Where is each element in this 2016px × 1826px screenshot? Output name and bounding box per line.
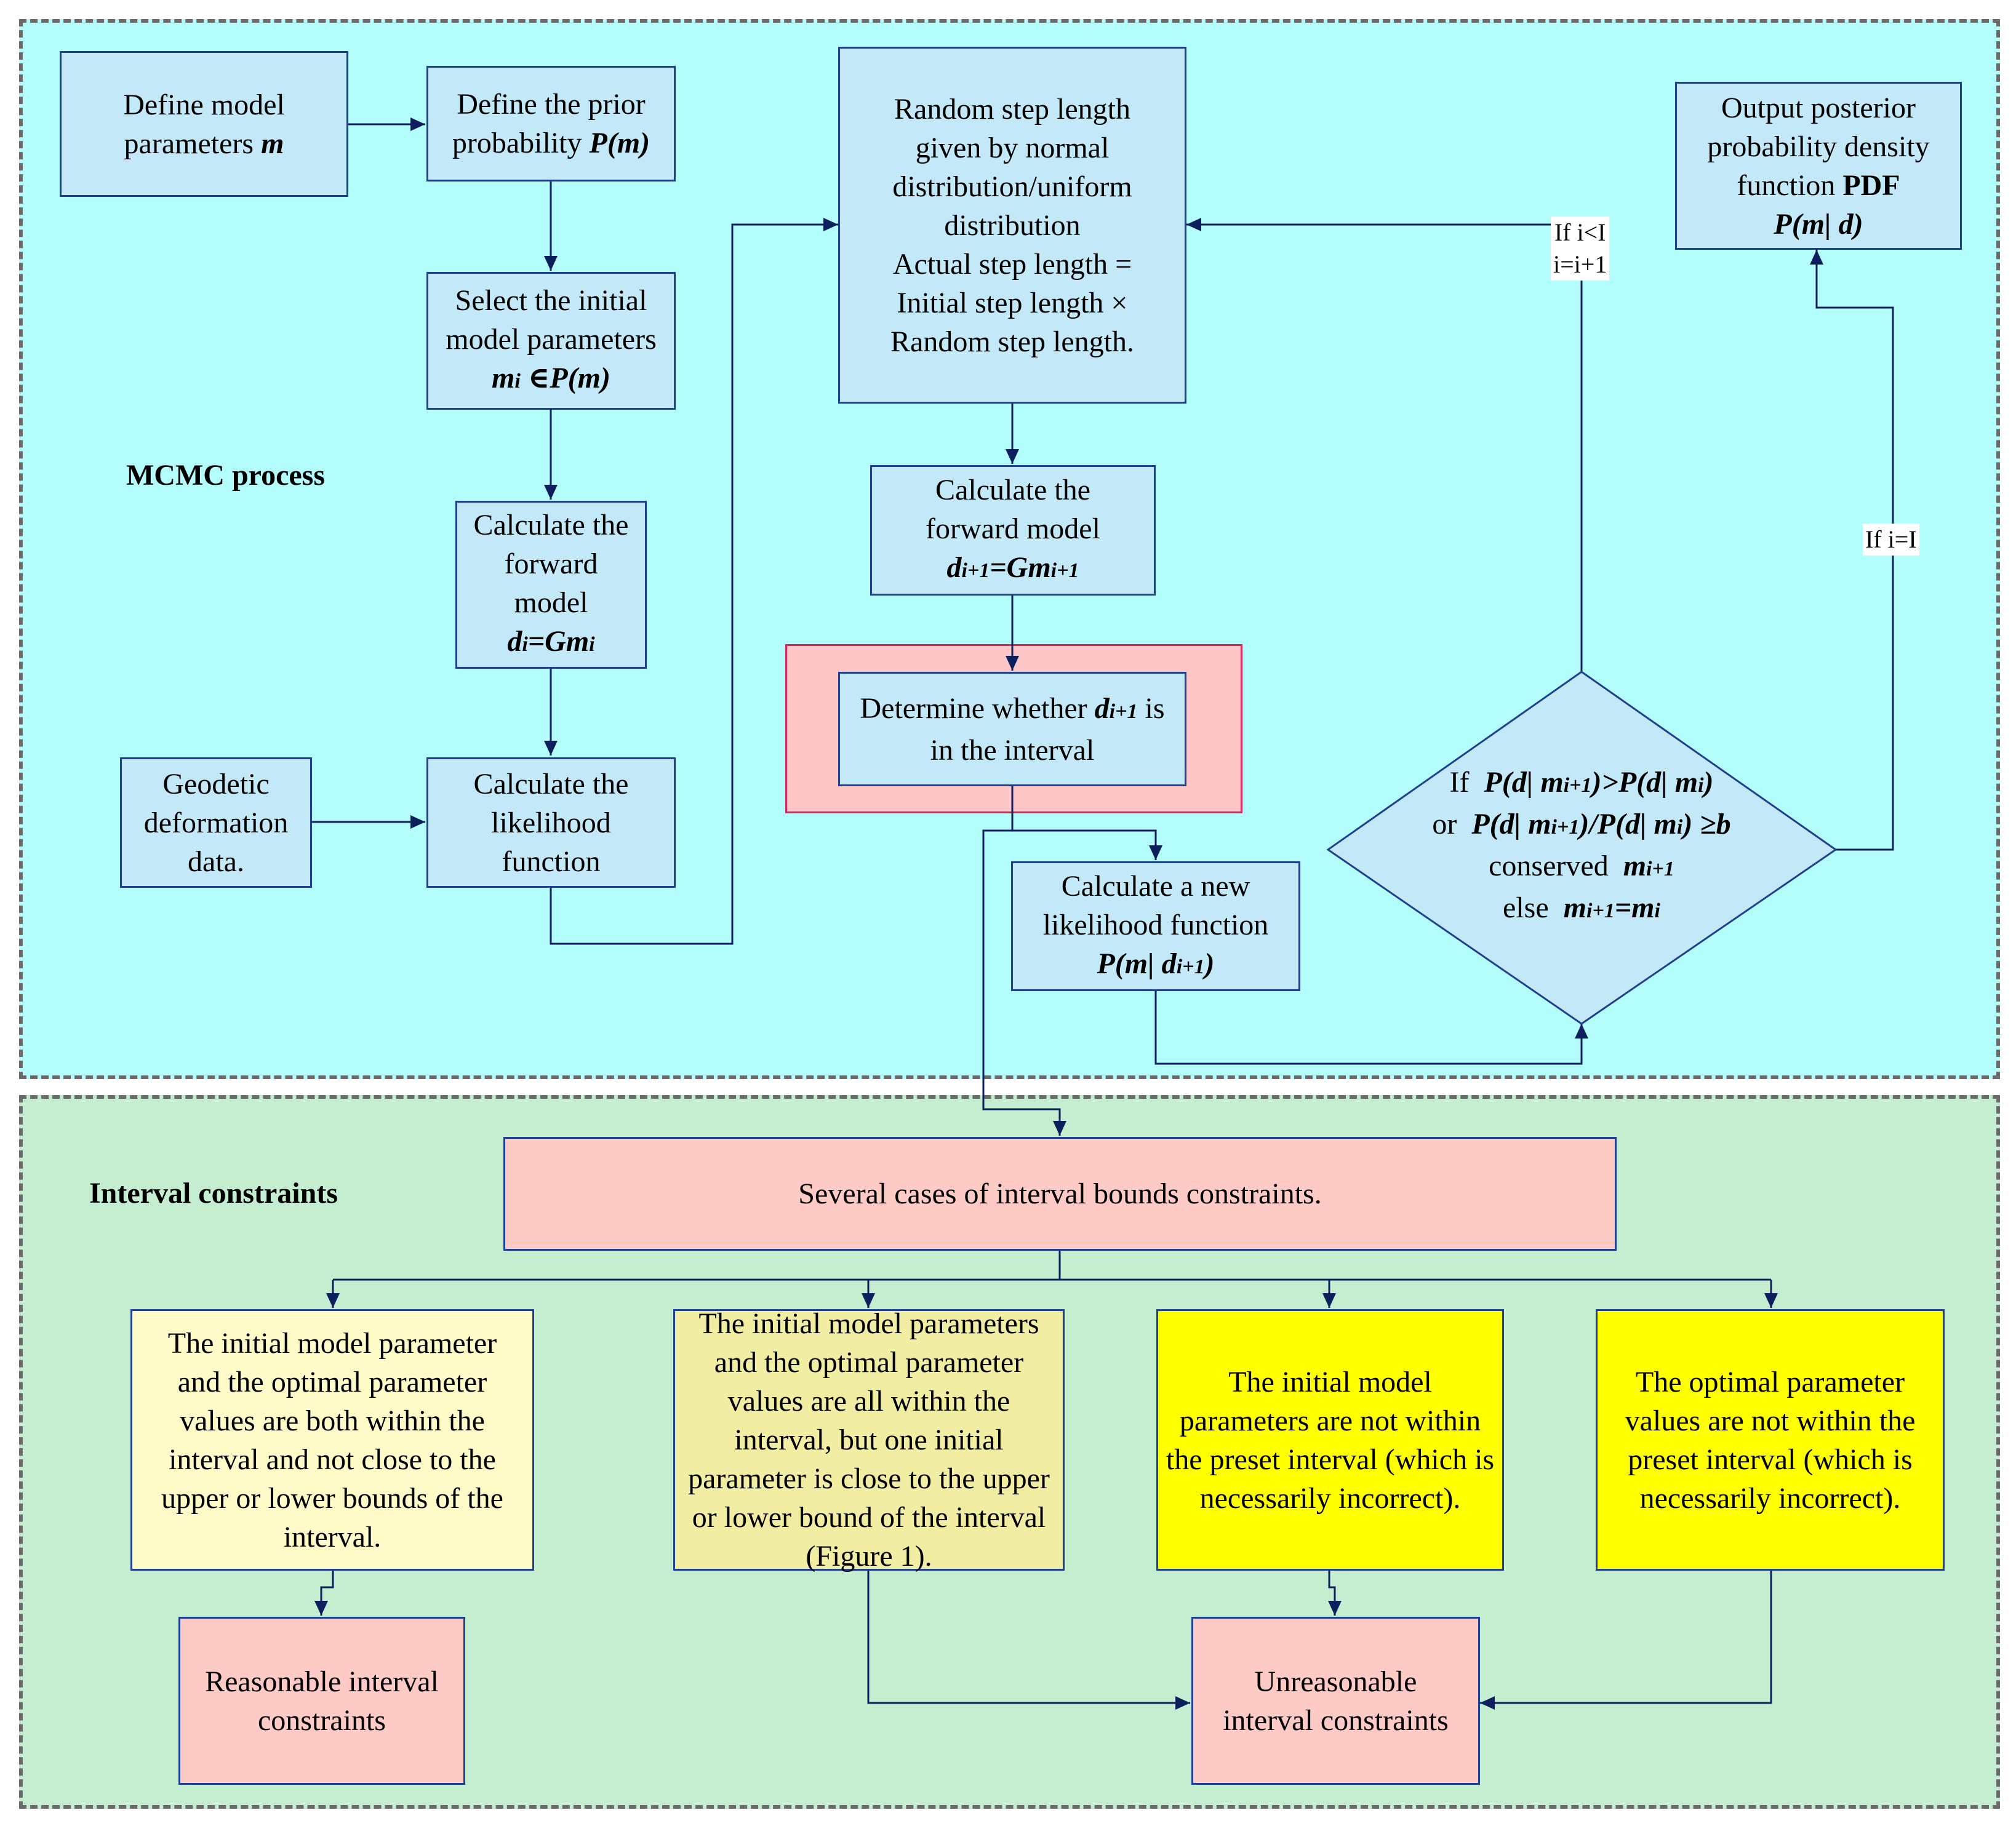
geodetic-data-box: Geodetic deformation data. xyxy=(120,757,312,888)
edge-case4-to-unreasonable xyxy=(1480,1571,1772,1710)
output-posterior-box: Output posterior probability density fun… xyxy=(1675,82,1962,250)
termination-condition-label: If i=I xyxy=(1863,524,1919,556)
select-initial-parameters-box: Select the initial model parameters mi ∈… xyxy=(426,272,676,410)
case3-box: The initial model parameters are not wit… xyxy=(1156,1309,1504,1571)
define-prior-box: Define the prior probability P(m) xyxy=(426,66,676,181)
edge-case3-to-unreasonable xyxy=(1328,1571,1342,1616)
unreasonable-constraints-box: Unreasonable interval constraints xyxy=(1191,1617,1480,1785)
edge-new-likelihood-to-decision xyxy=(1154,990,1588,1065)
forward-model-next-box: Calculate the forward model di+1=Gmi+1 xyxy=(870,465,1156,596)
define-model-parameters-box: Define model parameters m xyxy=(60,51,348,197)
edge-determine-to-several-cases xyxy=(982,829,1066,1136)
edge-cases-split xyxy=(333,1251,1061,1281)
mcmc-process-label: MCMC process xyxy=(126,459,326,492)
several-cases-box: Several cases of interval bounds constra… xyxy=(503,1137,1617,1251)
interval-constraints-label: Interval constraints xyxy=(89,1177,338,1210)
edge-decision-to-random-step xyxy=(1186,218,1583,672)
case2-box: The initial model parameters and the opt… xyxy=(673,1307,1065,1573)
likelihood-function-box: Calculate the likelihood function xyxy=(426,757,676,888)
random-step-length-box: Random step length given by normal distr… xyxy=(838,47,1186,404)
edge-case2-to-unreasonable xyxy=(867,1571,1190,1710)
reasonable-constraints-box: Reasonable interval constraints xyxy=(178,1617,465,1785)
edge-case1-to-reasonable xyxy=(314,1571,334,1616)
case1-box: The initial model parameter and the opti… xyxy=(130,1309,534,1571)
loop-condition-label: If i<I i=i+1 xyxy=(1551,217,1610,281)
new-likelihood-box: Calculate a new likelihood function P(m|… xyxy=(1011,861,1300,991)
determine-interval-box: Determine whether di+1 is in the interva… xyxy=(838,672,1186,786)
case4-box: The optimal parameter values are not wit… xyxy=(1596,1309,1945,1571)
edge-decision-to-output xyxy=(1810,250,1894,851)
decision-diamond xyxy=(1326,671,1838,1025)
forward-model-box: Calculate the forward model di=Gmi xyxy=(455,501,647,669)
edge-likelihood-to-random-step xyxy=(550,218,838,945)
edge-determine-to-new-likelihood xyxy=(1011,785,1162,860)
